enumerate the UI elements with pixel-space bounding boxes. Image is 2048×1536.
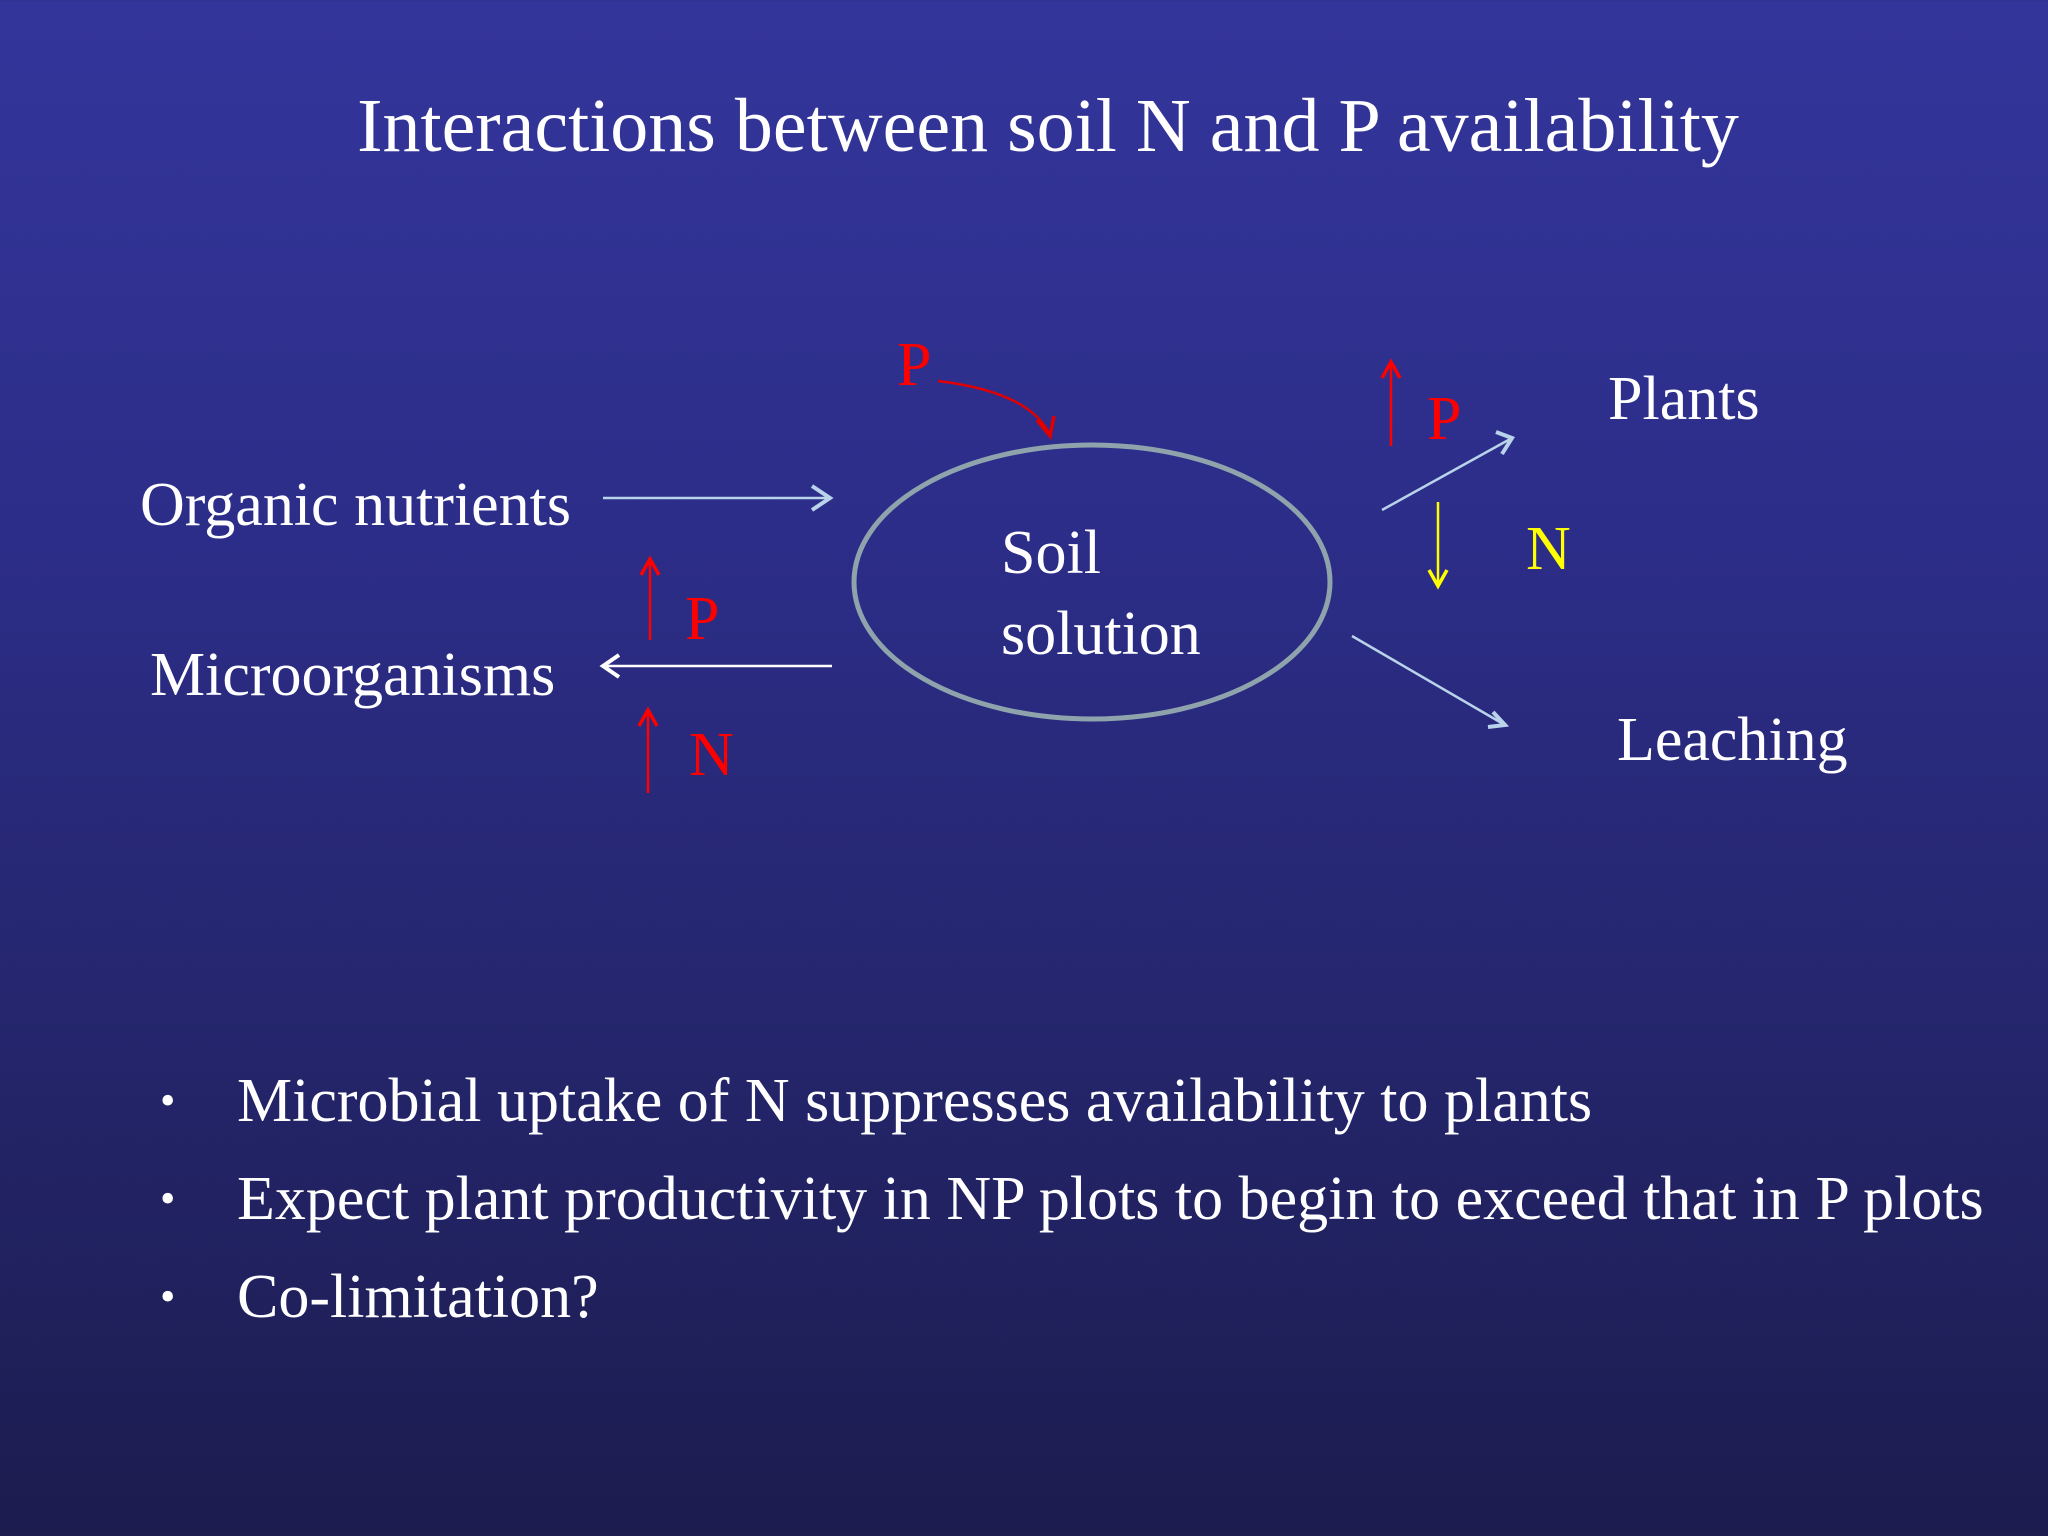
label-micro-n: N: [689, 721, 734, 789]
arrow-soil-to-leaching: [1351, 634, 1510, 729]
soil-solution-ellipse: [851, 442, 1333, 722]
arrow-p-input: [937, 379, 1056, 440]
label-microorganisms: Microorganisms: [150, 641, 556, 709]
bullet-icon: •: [160, 1174, 176, 1223]
label-solution: solution: [1001, 600, 1201, 668]
arrow-soil-to-microorganisms: [599, 653, 832, 679]
label-micro-p: P: [685, 585, 720, 653]
label-plants-p: P: [1427, 385, 1462, 453]
arrow-soil-to-plants: [1381, 430, 1515, 512]
bullet-item: • Microbial uptake of N suppresses avail…: [150, 1060, 2030, 1142]
down-arrow-icon-plants-n: [1427, 502, 1449, 590]
bullet-item: • Co-limitation?: [150, 1256, 2030, 1338]
bullet-text: Expect plant productivity in NP plots to…: [237, 1165, 1984, 1233]
arrow-organic-to-soil: [603, 484, 834, 512]
label-plants: Plants: [1608, 365, 1760, 433]
label-p-input: P: [897, 331, 932, 399]
bullet-icon: •: [160, 1272, 176, 1321]
label-plants-n: N: [1526, 515, 1571, 583]
label-organic-nutrients: Organic nutrients: [140, 471, 572, 539]
label-leaching: Leaching: [1617, 706, 1848, 774]
label-soil: Soil: [1001, 519, 1101, 587]
bullet-list: • Microbial uptake of N suppresses avail…: [150, 1060, 2030, 1354]
bullet-icon: •: [160, 1076, 176, 1125]
slide-title: Interactions between soil N and P availa…: [357, 84, 1739, 168]
bullet-text: Co-limitation?: [237, 1263, 599, 1331]
up-arrow-icon-micro-p: [639, 555, 661, 640]
up-arrow-icon-micro-n: [637, 706, 659, 793]
up-arrow-icon-plants-p: [1380, 358, 1402, 446]
bullet-text: Microbial uptake of N suppresses availab…: [237, 1067, 1593, 1135]
bullet-item: • Expect plant productivity in NP plots …: [150, 1158, 2037, 1240]
